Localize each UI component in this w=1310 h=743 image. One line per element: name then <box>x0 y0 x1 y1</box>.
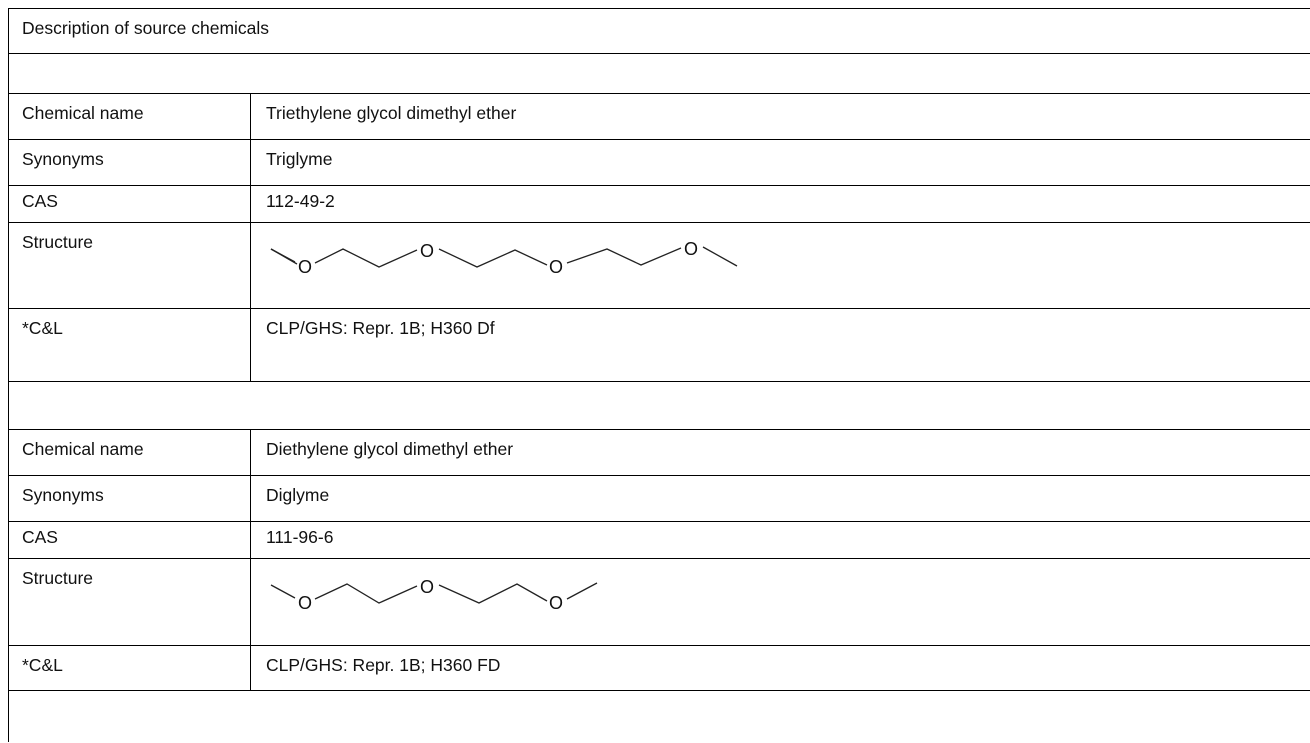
chemical-description-table: Description of source chemicals Chemical… <box>8 8 1310 742</box>
cas-label: CAS <box>9 186 251 222</box>
synonyms-label: Synonyms <box>9 476 251 521</box>
table-title: Description of source chemicals <box>22 18 270 38</box>
cas-value: 112-49-2 <box>266 191 335 211</box>
structure-label: Structure <box>9 223 251 308</box>
chemical-1-synonyms-row: Synonyms Triglyme <box>9 140 1310 186</box>
oxygen-atom-1: O <box>298 257 312 277</box>
chemical-1-cl-row: *C&L CLP/GHS: Repr. 1B; H360 Df <box>9 309 1310 382</box>
table-title-row: Description of source chemicals <box>9 9 1310 54</box>
chemical-name-label: Chemical name <box>9 94 251 139</box>
structure-cell: O O O O <box>251 223 1310 308</box>
chemical-1-name-row: Chemical name Triethylene glycol dimethy… <box>9 94 1310 140</box>
cl-label: *C&L <box>9 646 251 690</box>
chemical-1-structure-row: Structure O O O O <box>9 223 1310 309</box>
diglyme-bonds <box>270 582 598 604</box>
oxygen-atom-3: O <box>549 257 563 277</box>
oxygen-atom-1: O <box>298 593 312 613</box>
spacer-row <box>9 54 1310 94</box>
oxygen-atom-4: O <box>684 239 698 259</box>
spacer-row <box>9 691 1310 743</box>
cas-label: CAS <box>9 522 251 558</box>
chemical-2-structure-row: Structure O O O <box>9 559 1310 646</box>
oxygen-atom-2: O <box>420 577 434 597</box>
spacer-row <box>9 382 1310 430</box>
chemical-name-label: Chemical name <box>9 430 251 475</box>
oxygen-atom-3: O <box>549 593 563 613</box>
structure-cell: O O O <box>251 559 1310 645</box>
triglyme-bonds <box>270 246 738 268</box>
cas-value: 111-96-6 <box>266 527 334 547</box>
chemical-2-synonyms-row: Synonyms Diglyme <box>9 476 1310 522</box>
chemical-name-value: Triethylene glycol dimethyl ether <box>266 103 517 123</box>
synonyms-value: Diglyme <box>266 485 330 505</box>
chemical-1-cas-row: CAS 112-49-2 <box>9 186 1310 223</box>
cl-label: *C&L <box>9 309 251 381</box>
chemical-2-cl-row: *C&L CLP/GHS: Repr. 1B; H360 FD <box>9 646 1310 691</box>
chemical-2-cas-row: CAS 111-96-6 <box>9 522 1310 559</box>
synonyms-label: Synonyms <box>9 140 251 185</box>
cl-value: CLP/GHS: Repr. 1B; H360 FD <box>266 655 501 675</box>
cl-value: CLP/GHS: Repr. 1B; H360 Df <box>266 318 495 338</box>
chemical-2-name-row: Chemical name Diethylene glycol dimethyl… <box>9 430 1310 476</box>
structure-label: Structure <box>9 559 251 645</box>
oxygen-atom-2: O <box>420 241 434 261</box>
chemical-name-value: Diethylene glycol dimethyl ether <box>266 439 514 459</box>
diglyme-structure-diagram: O O O <box>270 577 598 613</box>
synonyms-value: Triglyme <box>266 149 333 169</box>
triglyme-structure-diagram: O O O O <box>270 239 738 277</box>
